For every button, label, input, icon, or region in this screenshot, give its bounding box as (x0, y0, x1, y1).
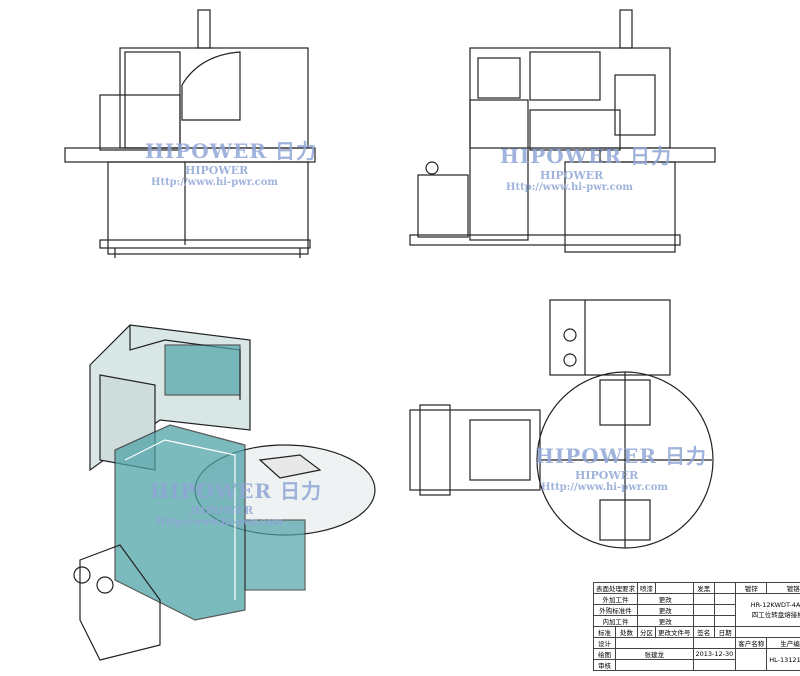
customer-label: 客户名称 (735, 637, 768, 649)
product-name: 四工位转盘熔接机 (751, 611, 800, 619)
watermark-top-right: HIPOWER 日力 HIPOWER Http://www.hi-pwr.com (500, 140, 672, 193)
watermark-chinese: 日力 (280, 479, 323, 503)
row-label: 外购标准件 (593, 604, 638, 616)
watermark-sub: HIPOWER (185, 164, 249, 177)
watermark-url: Http://www.hi-pwr.com (156, 517, 283, 528)
row-change: 更改 (637, 593, 694, 605)
header-cell: 签名 (692, 626, 715, 638)
watermark-bottom-left: HIPOWER 日力 HIPOWER Http://www.hi-pwr.com (150, 475, 322, 528)
watermark-sub: HIPOWER (575, 469, 639, 482)
zinc-label: 镀锌 (735, 582, 768, 594)
row-change: 更改 (637, 604, 694, 616)
watermark-bottom-right: HIPOWER 日力 HIPOWER Http://www.hi-pwr.com (535, 440, 707, 493)
front-view (64, 9, 316, 258)
top-view (409, 299, 714, 549)
chrome-label: 镀铬 (766, 582, 800, 594)
watermark-chinese: 日力 (665, 444, 708, 468)
header-cell: 标准 (593, 626, 616, 638)
watermark-chinese: 日力 (275, 139, 318, 163)
isometric-view (73, 324, 376, 661)
watermark-url: Http://www.hi-pwr.com (151, 177, 278, 188)
drawing-label: 绘图 (593, 648, 616, 660)
header-cell: 日期 (713, 626, 737, 638)
design-label: 设计 (593, 637, 616, 649)
row-label: 内加工件 (593, 615, 638, 627)
watermark-chinese: 日力 (630, 144, 673, 168)
watermark-url: Http://www.hi-pwr.com (541, 482, 668, 493)
header-cell: 分区 (637, 626, 656, 638)
row-label: 外加工件 (593, 593, 638, 605)
row-change: 更改 (637, 615, 694, 627)
watermark-sub: HIPOWER (190, 504, 254, 517)
drafter-name: 张建龙 (615, 648, 694, 660)
side-view (409, 9, 716, 253)
header-cell: 更改文件号 (655, 626, 694, 638)
watermark-logo: HIPOWER (500, 144, 623, 168)
watermark-logo: HIPOWER (150, 479, 273, 503)
watermark-logo: HIPOWER (145, 139, 268, 163)
blacken-label: 发黑 (692, 582, 715, 594)
review-label: 审核 (593, 659, 616, 671)
watermark-top-left: HIPOWER 日力 HIPOWER Http://www.hi-pwr.com (145, 135, 317, 188)
model-number: HR-12KWDT-4AC (750, 601, 800, 609)
watermark-logo: HIPOWER (535, 444, 658, 468)
title-block: 表面处理要求 喷漆 发黑 镀锌 镀铬 外加工件 更改 HR-12KWDT-4AC… (593, 582, 800, 671)
serial-number: HL-131216243 (766, 648, 800, 671)
watermark-url: Http://www.hi-pwr.com (506, 182, 633, 193)
serial-label: 生产编号 (766, 637, 800, 649)
watermark-sub: HIPOWER (540, 169, 604, 182)
header-cell: 处数 (615, 626, 638, 638)
surface-label: 表面处理要求 (593, 582, 638, 594)
drawing-date: 2013-12-30 (692, 648, 737, 660)
spray-label: 喷漆 (637, 582, 656, 594)
